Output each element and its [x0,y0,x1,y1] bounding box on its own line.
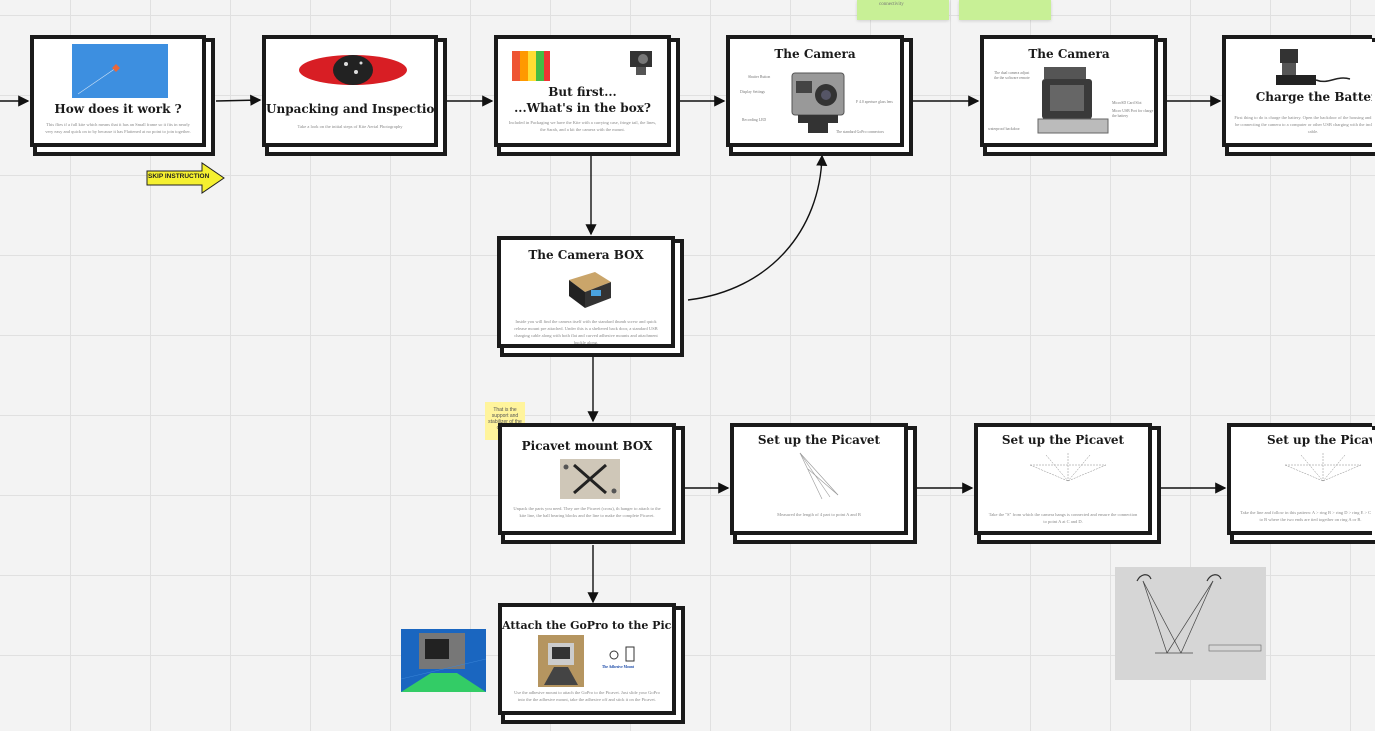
gopro-green-photo[interactable] [401,629,486,692]
card-set-up-picavet-3[interactable]: Set up the Picavet Take the line and fol… [1227,423,1372,535]
card-body: Take a look on the initial steps of Kite… [297,124,403,129]
adhesive-mount-caption: The Adhesive Mount [602,665,634,669]
card-body: First thing to do is charge the battery.… [1234,115,1372,134]
card-body: Unpack the parts you need. They are the … [513,506,661,518]
skip-label: SKIP INSTRUCTION [148,173,210,180]
card-body: Measured the length of 4 part to point A… [777,512,861,517]
card-whats-in-the-box[interactable]: But first... ...What's in the box? Inclu… [494,35,671,147]
card-title: Set up the Picavet [1001,433,1125,447]
skip-instruction-button[interactable]: SKIP INSTRUCTION [146,162,226,194]
card-title: The Camera [774,47,856,61]
card-title-line-1: But first... [548,85,617,99]
card-body: This flies if a full kite which means th… [45,122,191,134]
arrow-right-icon [146,162,225,194]
picavet-sketch [1029,453,1107,482]
gopro-photo [630,51,652,75]
adhesive-mount-icon [609,646,635,662]
picavet-sketch [1284,453,1362,482]
gopro-mount-photo [538,635,584,687]
card-charge-the-battery[interactable]: Charge the Battery First thing to do is … [1222,35,1372,147]
bag-photo [299,55,407,85]
card-title: Attach the GoPro to the Picavet [502,619,672,632]
card-picavet-mount-box[interactable]: Picavet mount BOX Unpack the parts you n… [498,423,676,535]
card-how-does-it-work[interactable]: How does it work ? This flies if a full … [30,35,206,147]
card-unpacking[interactable]: Unpacking and Inspection Take a look on … [262,35,438,147]
camera-diagram [791,72,845,133]
card-title: Charge the Battery [1255,90,1372,104]
picavet-sketch [799,452,839,500]
card-attach-gopro[interactable]: Attach the GoPro to the Picavet The Adhe… [498,603,676,715]
card-set-up-picavet-2[interactable]: Set up the Picavet Take the "S" from whi… [974,423,1152,535]
card-body: Inside you will find the camera itself w… [514,319,658,345]
card-camera-box[interactable]: The Camera BOX Inside you will find the … [497,236,675,348]
sticky-note-top-1[interactable]: connectivity [857,0,949,20]
card-title: How does it work ? [54,102,182,116]
card-body: Take the "S" from which the camera hangs… [988,512,1138,524]
battery-charger-photo [1276,49,1351,85]
camera-box-photo [569,272,611,308]
card-set-up-picavet-1[interactable]: Set up the Picavet Measured the length o… [730,423,908,535]
camera-back-diagram [1037,67,1109,134]
kite-photo [72,44,168,98]
kite-colorful-photo [512,51,550,81]
card-title: Unpacking and Inspection [266,102,438,116]
card-body: Take the line and follow in this pattern… [1240,510,1372,522]
card-title: The Camera BOX [528,248,644,262]
card-the-camera-front[interactable]: The Camera Shutter Button Display Settin… [726,35,904,147]
card-the-camera-back[interactable]: The Camera The dual camera adjust the th… [980,35,1158,147]
card-title: Set up the Picavet [1267,433,1372,447]
card-title: Set up the Picavet [757,433,881,447]
picavet-parts-photo [560,459,620,499]
card-body: Included in Packaging we have the Kite w… [508,120,657,132]
card-title: Picavet mount BOX [521,439,653,453]
sticky-note-top-2[interactable] [959,0,1051,20]
card-title-line-2: ...What's in the box? [514,101,651,115]
card-body: Use the adhesive mount to attach the GoP… [514,690,660,702]
card-title: The Camera [1028,47,1110,61]
picavet-schematic[interactable] [1115,567,1266,680]
